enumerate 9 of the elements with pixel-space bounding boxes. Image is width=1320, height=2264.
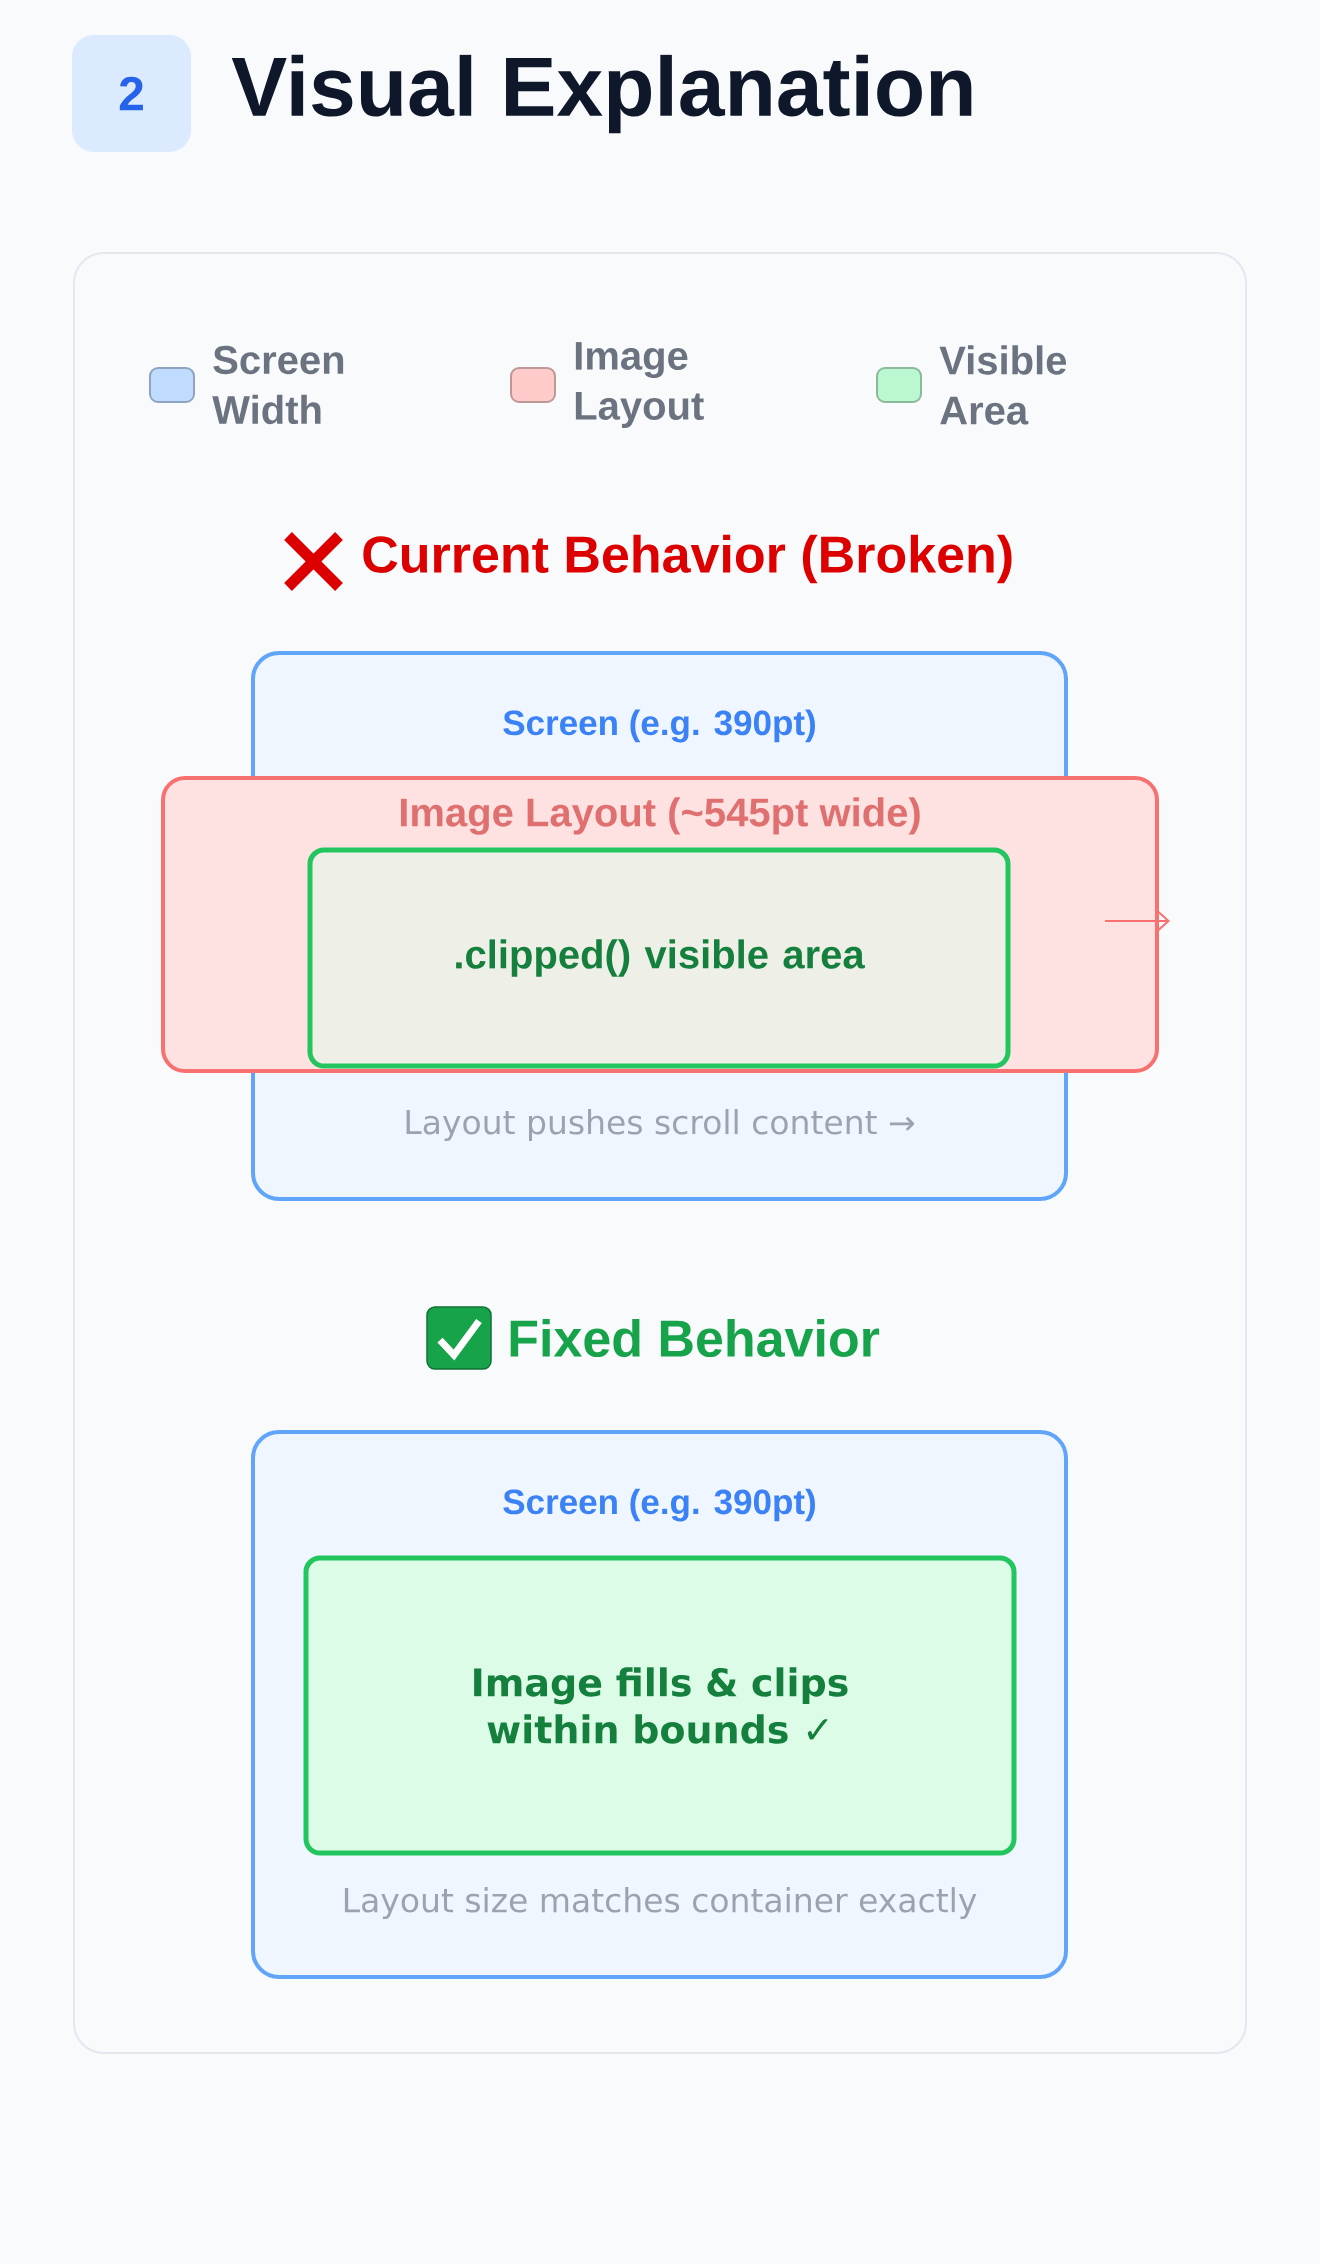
legend-text: Image Layout bbox=[575, 342, 704, 428]
legend-text: Screen Width bbox=[212, 345, 344, 425]
number-badge: 2 bbox=[72, 35, 191, 152]
legend-text: Visible Area bbox=[939, 345, 1067, 425]
section-heading: Current Behavior (Broken) bbox=[363, 534, 1012, 584]
visible-area-box: Image fills & clips within bounds ✓ bbox=[303, 1555, 1017, 1856]
section-heading: Fixed Behavior bbox=[510, 1318, 880, 1358]
title: Visual Explanation bbox=[231, 54, 972, 134]
visible-area-box: .clipped() visible area bbox=[307, 847, 1011, 1069]
